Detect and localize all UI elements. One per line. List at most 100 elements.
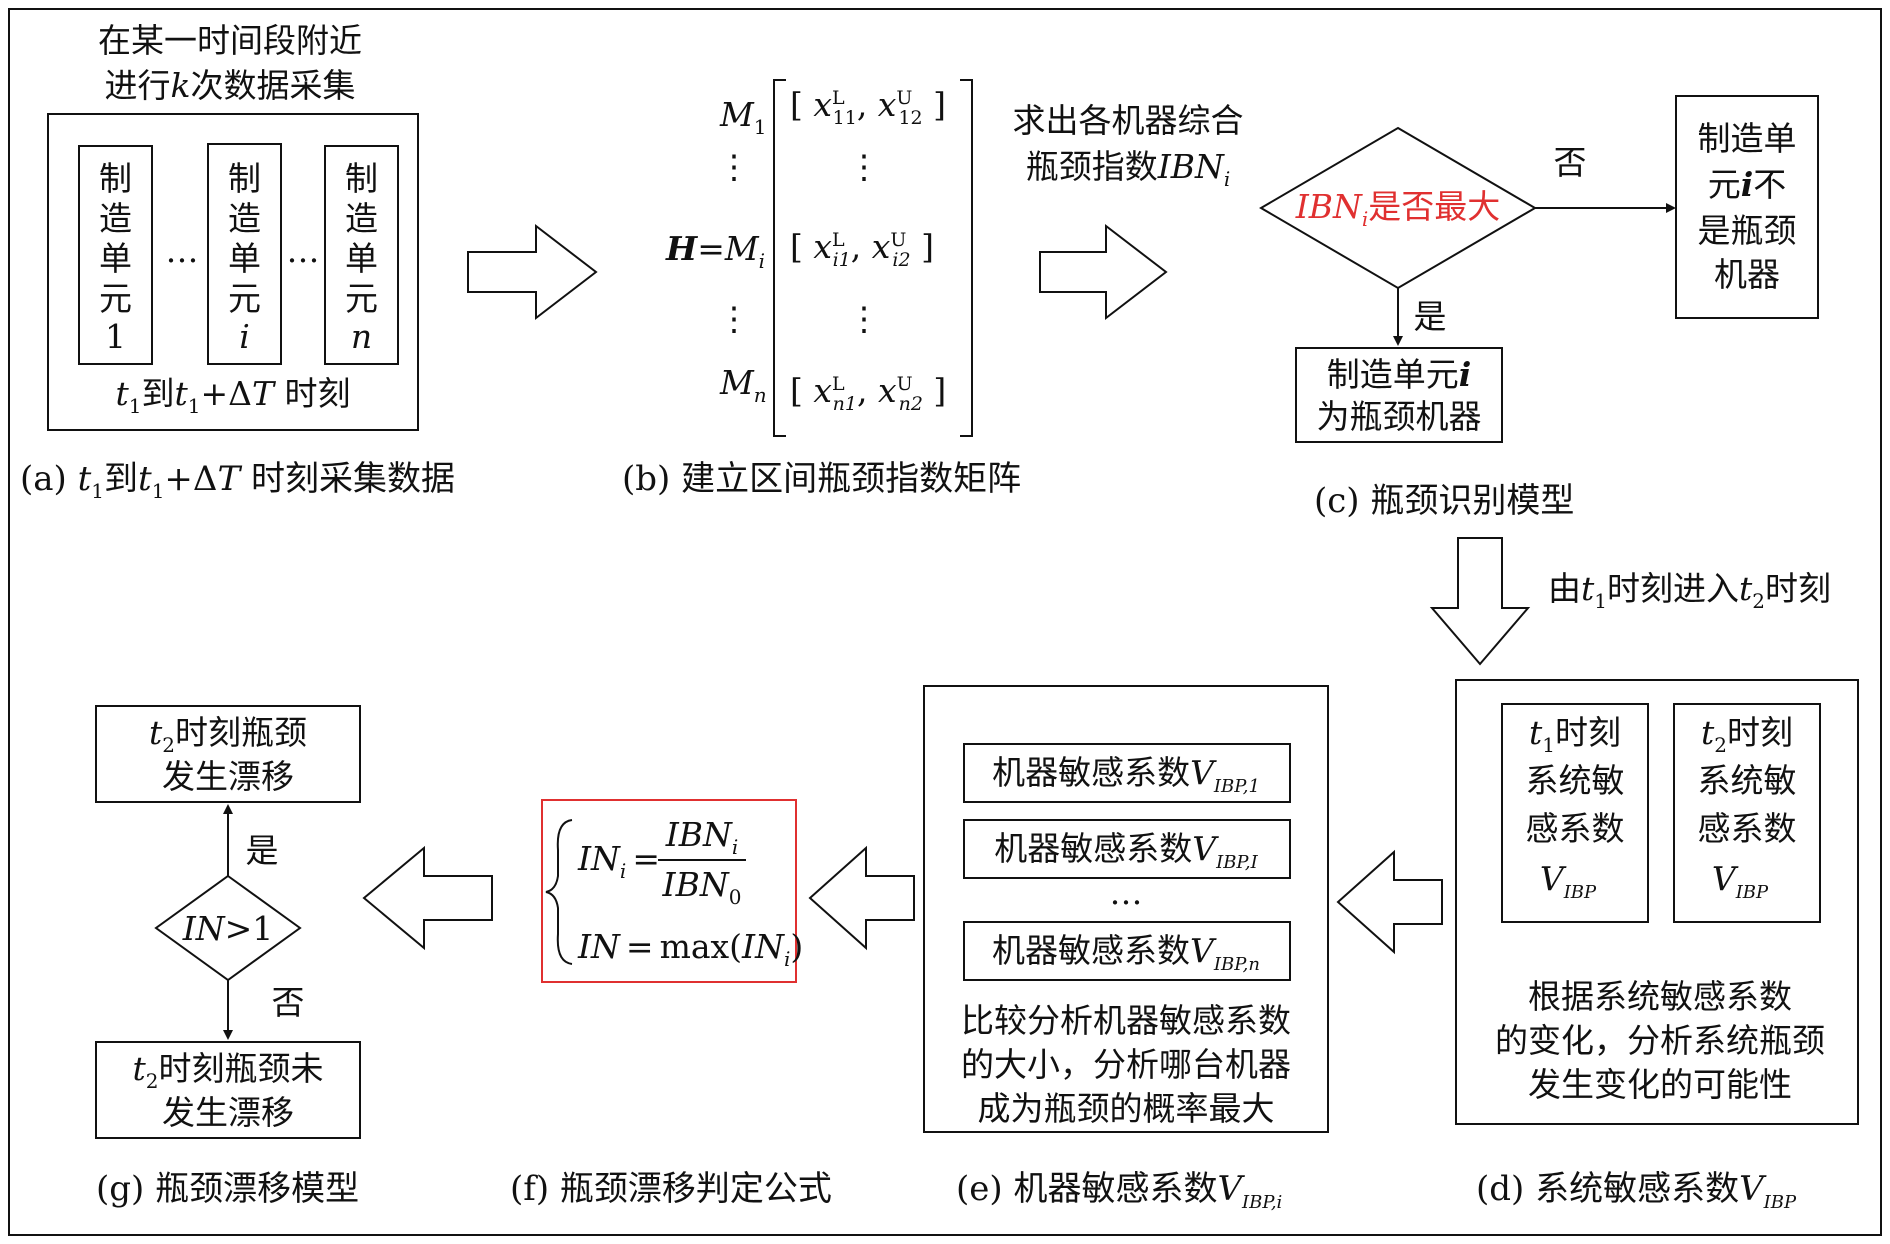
panel-b-desc-line2: 瓶颈指数IBNi <box>1026 147 1231 191</box>
svg-text:t2时刻瓶颈: t2时刻瓶颈 <box>149 713 307 757</box>
matrix-left-bracket <box>773 79 786 437</box>
panel-d: t1时刻 系统敏 感系数 VIBP t2时刻 系统敏 感系数 VIBP 根据系统… <box>1455 679 1859 1213</box>
unit-box-n: 制 造 单 元 n <box>324 145 399 365</box>
drift-formula-box <box>541 799 797 983</box>
panel-d-desc-line2: 的变化，分析系统瓶颈 <box>1495 1021 1825 1060</box>
panel-d-caption: (d) 系统敏感系数VIBP <box>1476 1169 1797 1213</box>
svg-text:单: 单 <box>99 239 132 278</box>
svg-text:机器敏感系数VIBP,n: 机器敏感系数VIBP,n <box>992 931 1260 975</box>
panel-b-caption: (b) 建立区间瓶颈指数矩阵 <box>622 459 1021 499</box>
is-bottleneck-box <box>1295 347 1503 443</box>
yes-label: 是 <box>246 831 279 870</box>
matrix-row-label-n: Mn <box>719 363 767 407</box>
svg-text:单: 单 <box>228 239 261 278</box>
svg-text:发生漂移: 发生漂移 <box>162 1093 294 1132</box>
panel-a-header-line1: 在某一时间段附近 <box>98 21 362 60</box>
panel-d-desc-line3: 发生变化的可能性 <box>1528 1065 1792 1104</box>
svg-text:发生漂移: 发生漂移 <box>162 757 294 796</box>
svg-text:机器敏感系数VIBP,1: 机器敏感系数VIBP,1 <box>992 753 1260 797</box>
svg-text:元i不: 元i不 <box>1708 165 1787 204</box>
svg-text:t2时刻瓶颈未: t2时刻瓶颈未 <box>133 1049 324 1093</box>
t1-coefficient-box: t1时刻 系统敏 感系数 VIBP <box>1501 703 1649 923</box>
flow-arrow-b-to-c <box>1039 223 1168 321</box>
svg-text:为瓶颈机器: 为瓶颈机器 <box>1317 397 1482 436</box>
svg-text:是瓶颈: 是瓶颈 <box>1698 211 1797 250</box>
panel-a-caption: (a) t1到t1+ΔT 时刻采集数据 <box>20 459 455 503</box>
panel-f-caption: (f) 瓶颈漂移判定公式 <box>510 1169 832 1209</box>
svg-text:制: 制 <box>228 159 261 198</box>
panel-e-caption: (e) 机器敏感系数VIBP,i <box>956 1169 1282 1213</box>
drift-not-occurred-box <box>95 1041 361 1139</box>
svg-text:元: 元 <box>228 279 261 318</box>
vdots: ⋮ <box>718 299 751 338</box>
panel-e-desc-line3: 成为瓶颈的概率最大 <box>978 1089 1275 1128</box>
panel-g-caption: (g) 瓶颈漂移模型 <box>96 1169 359 1209</box>
transition-label: 由t1时刻进入t2时刻 <box>1548 569 1831 613</box>
svg-text:造: 造 <box>99 199 132 238</box>
not-bottleneck-box <box>1675 95 1819 319</box>
svg-text:机器敏感系数VIBP,I: 机器敏感系数VIBP,I <box>994 829 1258 873</box>
vdots: ⋮ <box>848 299 881 338</box>
flow-arrow-e-to-f <box>808 845 915 951</box>
svg-text:系统敏: 系统敏 <box>1698 761 1797 800</box>
drift-occurred-box <box>95 705 361 803</box>
bottleneck-decision-text: IBNi是否最大 <box>1295 187 1501 231</box>
svg-text:制造单: 制造单 <box>1698 119 1797 158</box>
vdots: ⋮ <box>848 147 881 186</box>
flow-arrow-f-to-g <box>362 845 493 951</box>
matrix-row-label-1: M1 <box>719 95 767 139</box>
flow-arrow-c-to-d <box>1429 537 1531 666</box>
svg-text:元: 元 <box>99 279 132 318</box>
t2-coefficient-box: t2时刻 系统敏 感系数 VIBP <box>1673 703 1821 923</box>
formula-numerator: IBNi <box>665 815 739 859</box>
svg-text:t1时刻: t1时刻 <box>1529 713 1621 757</box>
matrix-right-bracket <box>960 79 973 437</box>
formula-denominator: IBN0 <box>662 865 742 909</box>
unit-id: i <box>239 317 250 356</box>
formula-in-i: INi= <box>577 839 660 883</box>
svg-text:系统敏: 系统敏 <box>1526 761 1625 800</box>
panel-f: INi= IBNi IBN0 IN=max(INi) (f) 瓶颈漂移判定公式 <box>510 799 832 1209</box>
panel-b-desc-line1: 求出各机器综合 <box>1013 101 1244 140</box>
panel-e: 机器敏感系数VIBP,1 机器敏感系数VIBP,I … 机器敏感系数VIBP,n… <box>923 685 1329 1213</box>
svg-text:制: 制 <box>345 159 378 198</box>
no-label: 否 <box>1554 143 1587 182</box>
unit-box-1: 制 造 单 元 1 <box>78 145 153 365</box>
matrix-row-label-i: H=Mi <box>665 229 765 273</box>
panel-g: t2时刻瓶颈 发生漂移 是 IN>1 否 t2时刻瓶颈未 发生漂移 (g) 瓶颈… <box>95 705 361 1209</box>
ellipsis: … <box>1110 873 1143 912</box>
panel-d-desc-line1: 根据系统敏感系数 <box>1528 977 1792 1016</box>
vdots: ⋮ <box>718 147 751 186</box>
svg-text:制造单元i: 制造单元i <box>1327 355 1472 394</box>
time-range-label: t1到t1+ΔT 时刻 <box>116 374 351 418</box>
svg-text:感系数: 感系数 <box>1526 809 1625 848</box>
panel-a-header-line2: 进行k次数据采集 <box>105 66 356 105</box>
data-collection-box <box>47 113 419 431</box>
unit-id: n <box>351 317 372 356</box>
machine-coefficient-row: 机器敏感系数VIBP,1 <box>963 743 1291 803</box>
svg-text:制: 制 <box>99 159 132 198</box>
panel-a: 在某一时间段附近 进行k次数据采集 制 造 单 元 1 … 制 造 单 元 i … <box>20 21 455 503</box>
svg-text:元: 元 <box>345 279 378 318</box>
yes-label: 是 <box>1414 297 1447 336</box>
svg-text:造: 造 <box>345 199 378 238</box>
panel-e-desc-line2: 的大小，分析哪台机器 <box>961 1045 1291 1084</box>
svg-text:VIBP: VIBP <box>1540 859 1597 903</box>
outer-frame <box>8 8 1882 1236</box>
flow-arrow-a-to-b <box>467 223 598 321</box>
ellipsis: … <box>166 231 199 270</box>
svg-text:机器: 机器 <box>1714 255 1780 294</box>
machine-coefficient-row: 机器敏感系数VIBP,I <box>963 819 1291 879</box>
machine-sensitivity-box <box>923 685 1329 1133</box>
no-label: 否 <box>272 983 305 1022</box>
panel-e-desc-line1: 比较分析机器敏感系数 <box>961 1001 1291 1040</box>
flow-arrow-d-to-e <box>1336 849 1443 955</box>
machine-coefficient-row: 机器敏感系数VIBP,n <box>963 921 1291 981</box>
svg-text:t2时刻: t2时刻 <box>1701 713 1793 757</box>
panel-c: IBNi是否最大 否 制造单 元i不 是瓶颈 机器 是 制造单元i 为瓶颈机器 … <box>1259 95 1831 666</box>
panel-c-caption: (c) 瓶颈识别模型 <box>1314 481 1574 521</box>
